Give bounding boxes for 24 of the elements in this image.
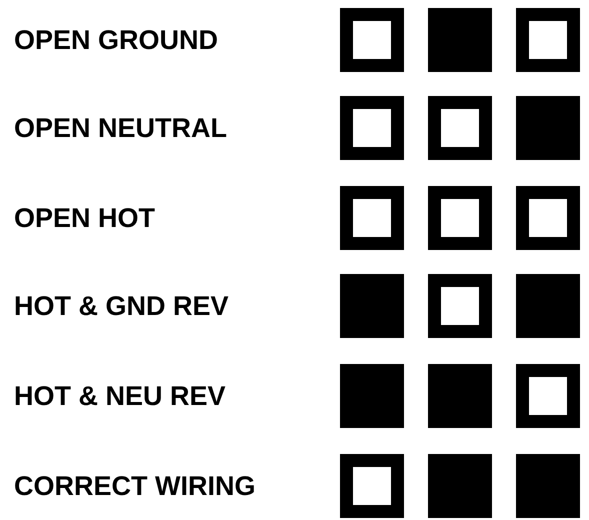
unlit-indicator bbox=[516, 364, 580, 428]
unlit-indicator bbox=[428, 96, 492, 160]
lit-indicator bbox=[340, 274, 404, 338]
row-label: HOT & GND REV bbox=[14, 290, 229, 322]
lit-indicator bbox=[516, 96, 580, 160]
unlit-indicator bbox=[516, 186, 580, 250]
lit-indicator bbox=[428, 8, 492, 72]
lit-indicator bbox=[516, 454, 580, 518]
unlit-indicator bbox=[340, 454, 404, 518]
lit-indicator bbox=[428, 364, 492, 428]
row-label: OPEN HOT bbox=[14, 202, 156, 234]
row-label: HOT & NEU REV bbox=[14, 380, 226, 412]
unlit-indicator bbox=[340, 96, 404, 160]
unlit-indicator bbox=[428, 186, 492, 250]
row-label: OPEN NEUTRAL bbox=[14, 112, 228, 144]
row-label: OPEN GROUND bbox=[14, 24, 218, 56]
lit-indicator bbox=[516, 274, 580, 338]
unlit-indicator bbox=[340, 186, 404, 250]
unlit-indicator bbox=[428, 274, 492, 338]
lit-indicator bbox=[428, 454, 492, 518]
lit-indicator bbox=[340, 364, 404, 428]
row-label: CORRECT WIRING bbox=[14, 470, 256, 502]
unlit-indicator bbox=[340, 8, 404, 72]
unlit-indicator bbox=[516, 8, 580, 72]
